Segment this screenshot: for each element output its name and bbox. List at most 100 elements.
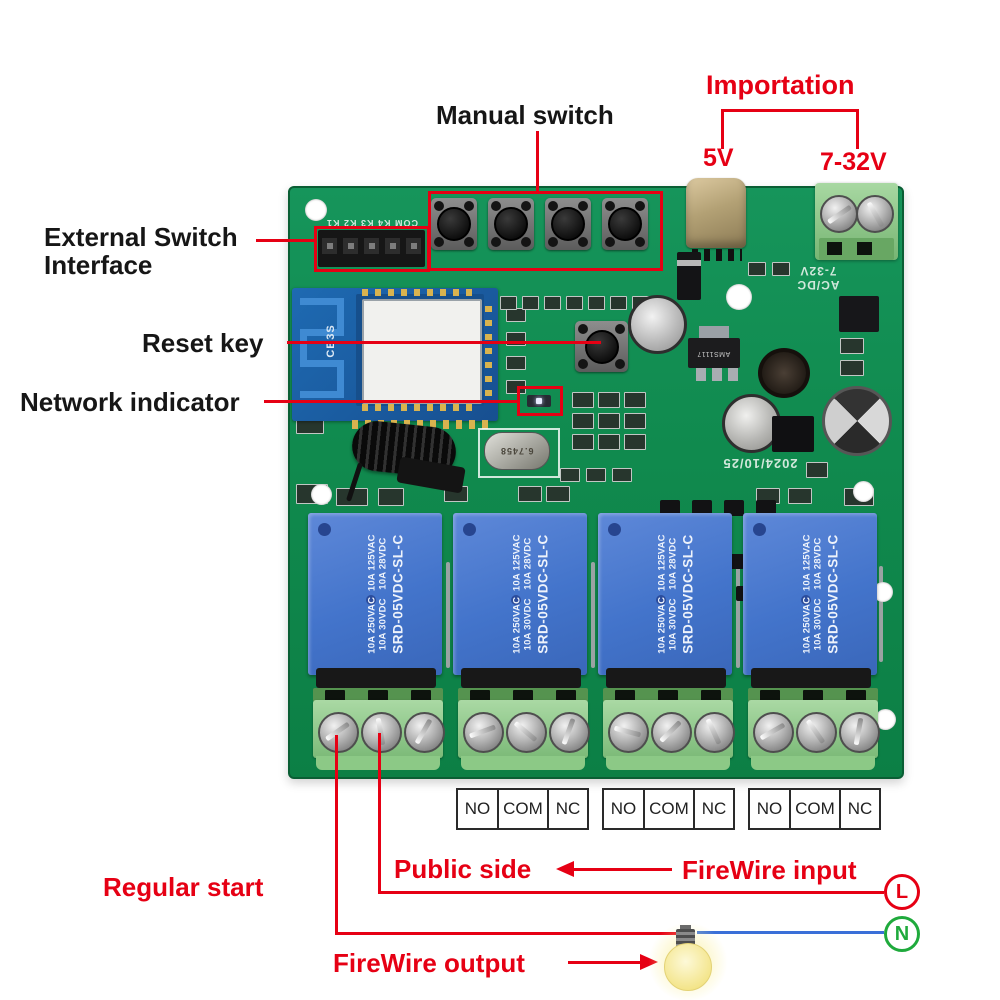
live-wire — [378, 891, 884, 894]
crystal-outline — [478, 428, 560, 478]
terminal-hole — [658, 690, 678, 701]
regular-start-label: Regular start — [103, 872, 264, 902]
date-code-silkscreen: 2024/10/25 — [722, 456, 798, 471]
network-indicator-pointer-line — [264, 400, 519, 403]
output-terminal-foot — [461, 756, 585, 770]
smd-component — [588, 296, 605, 310]
smd-component — [506, 356, 526, 370]
external-switch-label: External Switch Interface — [44, 222, 238, 280]
power-inductor — [758, 348, 810, 398]
terminal-screw[interactable] — [361, 712, 402, 753]
contact-cell: NO — [464, 799, 491, 818]
reset-key-pointer-line — [287, 341, 601, 344]
relay: 10A 250VAC 10A 125VAC 10A 30VDC 10A 28VD… — [598, 513, 732, 675]
manual-switch-highlight-box — [428, 191, 663, 271]
relay-base — [606, 668, 726, 688]
reset-button[interactable] — [575, 321, 628, 372]
mounting-hole — [873, 582, 893, 602]
terminal-hole — [857, 242, 872, 255]
regulator-leg — [712, 368, 722, 381]
dc-7-32v-label: 7-32V — [820, 148, 887, 176]
terminal-screw[interactable] — [694, 712, 735, 753]
smd-component — [806, 462, 828, 478]
contact-cell: COM — [789, 790, 839, 828]
electrolytic-capacitor — [628, 295, 687, 354]
header-pin — [364, 238, 379, 254]
contact-cell: COM — [497, 790, 547, 828]
terminal-screw[interactable] — [506, 712, 547, 753]
header-pin — [406, 238, 421, 254]
smd-component — [572, 413, 594, 429]
smd-component — [748, 262, 766, 276]
mounting-hole — [853, 481, 874, 502]
firewire-output-label: FireWire output — [333, 948, 525, 978]
output-terminal-foot — [751, 756, 875, 770]
terminal-hole — [846, 690, 866, 701]
smd-component — [724, 500, 744, 516]
terminal-screw[interactable] — [608, 712, 649, 753]
manual-switch-button[interactable] — [545, 198, 591, 250]
terminal-screw[interactable] — [463, 712, 504, 753]
usb-c-port[interactable] — [686, 178, 746, 248]
manual-switch-button[interactable] — [602, 198, 648, 250]
relay: 10A 250VAC 10A 125VAC 10A 30VDC 10A 28VD… — [453, 513, 587, 675]
contact-table: NO COM NC — [602, 788, 735, 830]
terminal-hole — [701, 690, 721, 701]
importation-bracket — [721, 109, 859, 112]
terminal-screw[interactable] — [404, 712, 445, 753]
regulator-tab — [699, 326, 729, 339]
terminal-hole — [615, 690, 635, 701]
electrolytic-capacitor-large — [822, 386, 892, 456]
manual-switch-button[interactable] — [488, 198, 534, 250]
usb-c-pins — [692, 249, 742, 261]
smd-component — [586, 468, 606, 482]
wifi-antenna-trace — [300, 336, 307, 360]
smd-component — [612, 468, 632, 482]
firewire-output-arrow-line — [568, 961, 642, 964]
smd-component — [624, 434, 646, 450]
importation-bracket-right — [856, 109, 859, 149]
relay: 10A 250VAC 10A 125VAC 10A 30VDC 10A 28VD… — [743, 513, 877, 675]
bridge-rectifier — [839, 296, 879, 332]
wifi-shield — [362, 299, 482, 404]
smd-component — [624, 413, 646, 429]
relay-base — [461, 668, 581, 688]
terminal-screw[interactable] — [820, 195, 858, 233]
network-led — [527, 395, 551, 407]
terminal-screw[interactable] — [753, 712, 794, 753]
sop8-chip — [772, 416, 814, 452]
contact-cell: NC — [693, 790, 733, 828]
crystal-marking: 6.7458 — [500, 446, 534, 456]
importation-bracket-left — [721, 109, 724, 149]
header-pin — [385, 238, 400, 254]
regulator-leg — [696, 368, 706, 381]
live-marker: L — [884, 874, 920, 910]
network-indicator-highlight-box — [517, 386, 563, 416]
smd-component — [378, 488, 404, 506]
wifi-antenna-trace — [300, 329, 344, 336]
wifi-antenna-trace — [300, 298, 344, 305]
wifi-module-pads — [362, 289, 478, 296]
manual-switch-button[interactable] — [431, 198, 477, 250]
terminal-screw[interactable] — [796, 712, 837, 753]
terminal-screw[interactable] — [839, 712, 880, 753]
public-side-label: Public side — [394, 854, 532, 884]
smd-component — [598, 392, 620, 408]
wifi-antenna-trace — [300, 391, 344, 398]
crystal-oscillator: 6.7458 — [484, 432, 550, 470]
terminal-hole — [513, 690, 533, 701]
regular-start-wire — [335, 735, 338, 935]
terminal-screw[interactable] — [549, 712, 590, 753]
terminal-hole — [760, 690, 780, 701]
bulb-glass — [664, 943, 712, 991]
smd-component — [840, 338, 864, 354]
wifi-antenna-trace — [337, 305, 344, 329]
contact-cell: COM — [643, 790, 693, 828]
reset-key-label: Reset key — [142, 328, 264, 358]
terminal-screw[interactable] — [651, 712, 692, 753]
smd-component — [624, 392, 646, 408]
terminal-screw[interactable] — [318, 712, 359, 753]
firewire-input-label: FireWire input — [682, 855, 857, 885]
terminal-screw[interactable] — [856, 195, 894, 233]
smd-component — [610, 296, 627, 310]
